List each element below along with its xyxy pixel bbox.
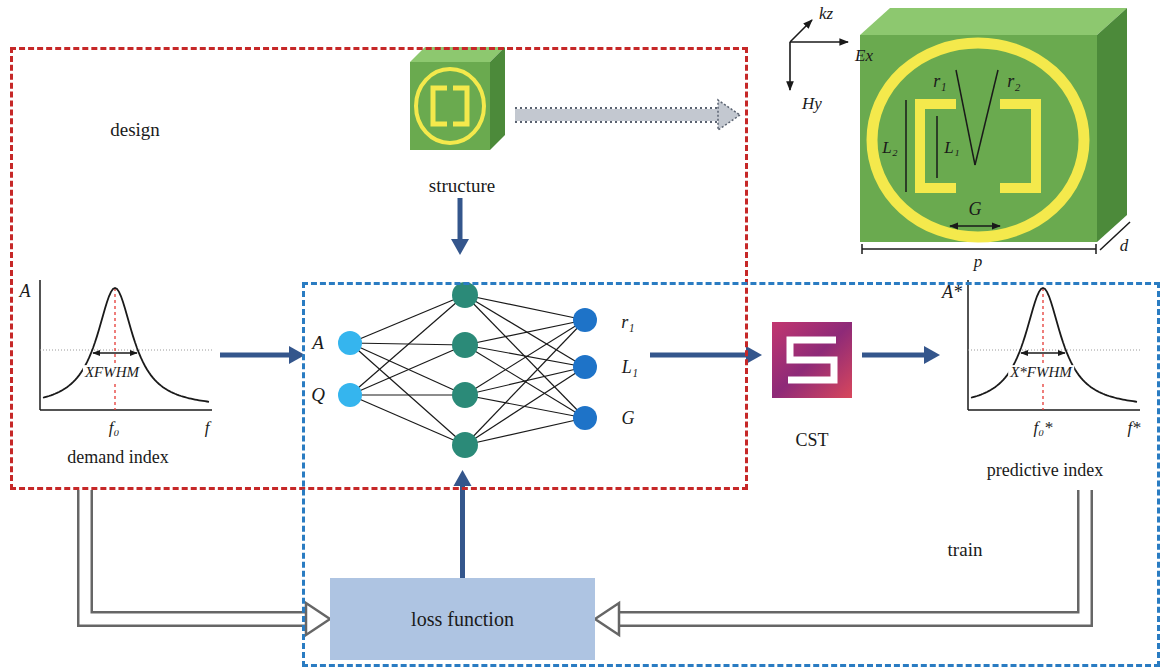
arrow-head <box>924 346 940 364</box>
demand-plot <box>40 280 212 410</box>
unit-cell <box>860 8 1130 254</box>
caption-text: predictive index <box>987 461 1103 480</box>
network-weight <box>465 345 585 418</box>
arrow-head <box>454 470 472 486</box>
caption-text: design <box>110 120 160 140</box>
caption-text: G <box>969 200 982 219</box>
field-axis-label: Ex <box>855 47 873 65</box>
design-region: design structureA XFWHM f₀ f demand index <box>10 47 748 490</box>
symbol-label: L₁ <box>622 358 638 377</box>
arrow-head <box>289 346 305 364</box>
flow-arrow <box>454 470 472 578</box>
dimension-label: d <box>1120 237 1129 255</box>
derive-arrow <box>515 100 740 130</box>
symbol-label: XFWHM <box>83 365 141 381</box>
symbol-label: r₁ <box>933 72 946 91</box>
arrow-head <box>746 346 762 364</box>
caption-text: CST <box>795 431 828 450</box>
structure-cube: structure <box>405 38 515 198</box>
arrow-shaft <box>515 107 718 123</box>
cst-icon <box>772 322 852 398</box>
network-weight <box>350 345 465 395</box>
loss-box: loss function <box>330 578 595 660</box>
caption-text: demand index <box>67 448 168 467</box>
neural-network <box>338 282 597 458</box>
symbol-label: r₁ <box>621 313 634 332</box>
network-weight <box>350 343 465 395</box>
flow-arrow <box>220 346 305 364</box>
caption-text: train <box>948 540 983 560</box>
network-weight <box>465 320 585 345</box>
demand-plot: A XFWHM f₀ f demand index <box>15 258 220 490</box>
arrow-shaft <box>862 353 924 358</box>
arrow-head <box>595 603 619 635</box>
arrow-shaft-inner <box>619 490 1085 619</box>
dimension-label: p <box>974 253 983 271</box>
network-weight <box>465 367 585 395</box>
arrow-shaft <box>220 353 289 358</box>
arrow-shaft <box>650 353 746 358</box>
symbol-label: X*FWHM <box>1008 365 1074 381</box>
arrow-shaft <box>85 490 306 619</box>
network-weight <box>465 320 585 445</box>
symbol-label: f₀* <box>1033 419 1052 437</box>
arrow-shaft <box>460 486 465 578</box>
arrow-head <box>718 100 740 130</box>
network-weight <box>350 395 465 445</box>
network-weight <box>350 343 465 445</box>
predictive-plot <box>968 280 1140 410</box>
caption-text: structure <box>429 176 495 196</box>
network-weight <box>465 367 585 445</box>
arrow-shaft-inner <box>515 109 718 121</box>
network-weight <box>350 394 465 395</box>
symbol-label: L₂ <box>882 139 897 157</box>
flow-arrow <box>862 346 940 364</box>
arrow-shaft-inner <box>85 490 306 619</box>
unit-cell: r₁ r₂ L₂ L₁ G <box>740 5 1145 250</box>
network-weight <box>465 418 585 445</box>
symbol-label: r₂ <box>1007 72 1020 91</box>
network-weight <box>465 295 585 320</box>
arrow-head <box>306 603 330 635</box>
flow-arrow <box>650 346 762 364</box>
symbol-label: f <box>205 419 210 437</box>
arrow-shaft <box>619 490 1085 619</box>
box-label: loss function <box>411 609 514 630</box>
symbol-label: L₁ <box>944 139 959 157</box>
symbol-label: A* <box>942 283 962 302</box>
structure-cube <box>410 47 505 150</box>
arrow-shaft <box>458 198 463 239</box>
network-weight <box>465 295 585 418</box>
network-weight <box>350 295 465 343</box>
predictive-plot: A* X*FWHM f₀* f* predictive index <box>940 262 1150 490</box>
flow-arrow <box>451 198 469 255</box>
field-axis-label: kz <box>819 5 833 23</box>
symbol-label: f₀ <box>109 419 120 437</box>
caption-text: G <box>622 409 635 428</box>
symbol-label: A <box>312 333 324 353</box>
symbol-label: A <box>20 282 31 301</box>
field-axis-label: Hy <box>802 95 822 113</box>
field-axes <box>790 20 848 90</box>
neural-network: A Qr₁ L₁ G <box>305 255 650 470</box>
train-region: train A* X*FWHM f₀* f* predictive index loss f… <box>302 282 1160 667</box>
arrow-head <box>451 239 469 255</box>
network-weight <box>465 320 585 395</box>
cst-tool: CST <box>762 318 862 453</box>
hollow-arrow <box>85 490 330 635</box>
network-weight <box>350 295 465 395</box>
symbol-label: f* <box>1127 419 1140 437</box>
symbol-label: Q <box>311 385 325 405</box>
hollow-arrow <box>595 490 1085 635</box>
